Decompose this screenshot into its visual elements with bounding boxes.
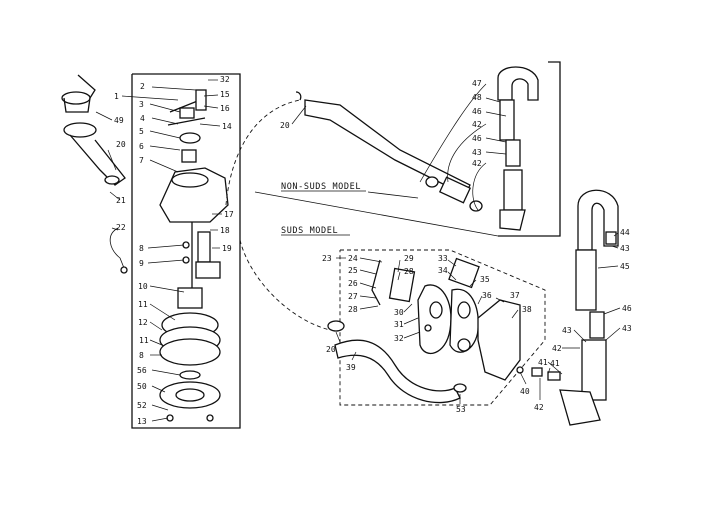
callout-number: 33: [438, 254, 448, 263]
callouts-left-column: 1 2 3 4 5 6 7 8 9 10 11 12 11 8 56 50 52…: [114, 82, 149, 426]
leader-lines: [95, 79, 621, 422]
callouts-left-right-column: 32 15 16 14 17 18 19: [220, 75, 234, 253]
callout-number: 20: [116, 140, 126, 149]
callout-number: 46: [472, 134, 482, 143]
callout-number: 41: [550, 359, 560, 368]
callout-number: 32: [394, 334, 404, 343]
callout-number: 49: [114, 116, 124, 125]
callout-number: 52: [137, 401, 147, 410]
callout-number: 41: [538, 358, 548, 367]
callout-number: 32: [220, 75, 230, 84]
callout-number: 8: [139, 244, 144, 253]
callout-number: 9: [139, 259, 144, 268]
callout-number: 42: [472, 120, 482, 129]
callout-number: 56: [137, 366, 147, 375]
callout-number: 46: [472, 107, 482, 116]
callout-number: 38: [522, 305, 532, 314]
callout-number: 43: [622, 324, 632, 333]
callout-number: 48: [472, 93, 482, 102]
callout-number: 26: [348, 279, 358, 288]
callout-number: 7: [139, 156, 144, 165]
callout-number: 42: [534, 403, 544, 412]
callout-number: 12: [138, 318, 148, 327]
callout-number: 3: [139, 100, 144, 109]
callout-number: 27: [348, 292, 358, 301]
callout-number: 40: [520, 387, 530, 396]
callout-number: 37: [510, 291, 520, 300]
callout-number: 15: [220, 90, 230, 99]
callout-number: 22: [116, 223, 126, 232]
callout-number: 5: [139, 127, 144, 136]
callout-number: 43: [472, 148, 482, 157]
callout-number: 36: [482, 291, 492, 300]
non-suds-model-label: NON-SUDS MODEL: [281, 182, 361, 192]
callout-number: 46: [622, 304, 632, 313]
callout-number: 43: [620, 244, 630, 253]
callout-number: 19: [222, 244, 232, 253]
callout-number: 29: [404, 254, 414, 263]
callout-number: 30: [394, 308, 404, 317]
suds-kit-box: [339, 249, 546, 406]
callout-number: 11: [139, 336, 149, 345]
callout-number: 10: [138, 282, 148, 291]
callout-number: 1: [114, 92, 119, 101]
callouts-left-hoses: 49 20 21 22: [114, 116, 126, 232]
callout-number: 28: [348, 305, 358, 314]
callout-number: 21: [116, 196, 126, 205]
callout-number: 13: [137, 417, 147, 426]
callout-number: 50: [137, 382, 147, 391]
callout-number: 42: [472, 159, 482, 168]
callout-number: 14: [222, 122, 232, 131]
callout-number: 23: [322, 254, 332, 263]
callout-number: 8: [139, 351, 144, 360]
callout-number: 6: [139, 142, 144, 151]
callout-number: 4: [140, 114, 145, 123]
callout-number: 45: [620, 262, 630, 271]
callout-number: 24: [348, 254, 358, 263]
callouts-right-pipes: 44 43 45 46 43 43 42 41: [538, 228, 632, 367]
callouts-suds-kit: 23 24 25 26 27 28 29 28 30 31 32 33 34 3…: [322, 254, 560, 414]
callout-number: 47: [472, 79, 482, 88]
callout-number: 17: [224, 210, 234, 219]
callout-number: 31: [394, 320, 404, 329]
callout-number: 42: [552, 344, 562, 353]
callout-number: 25: [348, 266, 358, 275]
right-standpipes: [531, 189, 619, 426]
suds-model-label: SUDS MODEL: [281, 226, 338, 236]
non-suds-box: [254, 61, 561, 237]
callout-number: 44: [620, 228, 630, 237]
callout-number: 34: [438, 266, 448, 275]
pump-assembly-box: [131, 73, 241, 429]
callout-number: 16: [220, 104, 230, 113]
callout-number: 11: [138, 300, 148, 309]
callout-number: 20: [280, 121, 290, 130]
callout-number: 18: [220, 226, 230, 235]
callout-number: 35: [480, 275, 490, 284]
callout-number: 2: [140, 82, 145, 91]
callout-number: 20: [326, 345, 336, 354]
left-hoses: [61, 74, 128, 274]
callout-number: 53: [456, 405, 466, 414]
callout-number: 39: [346, 363, 356, 372]
callouts-non-suds: 20 47 48 46 42 46 43 42: [280, 79, 482, 168]
callout-number: 28: [404, 267, 414, 276]
callout-number: 43: [562, 326, 572, 335]
